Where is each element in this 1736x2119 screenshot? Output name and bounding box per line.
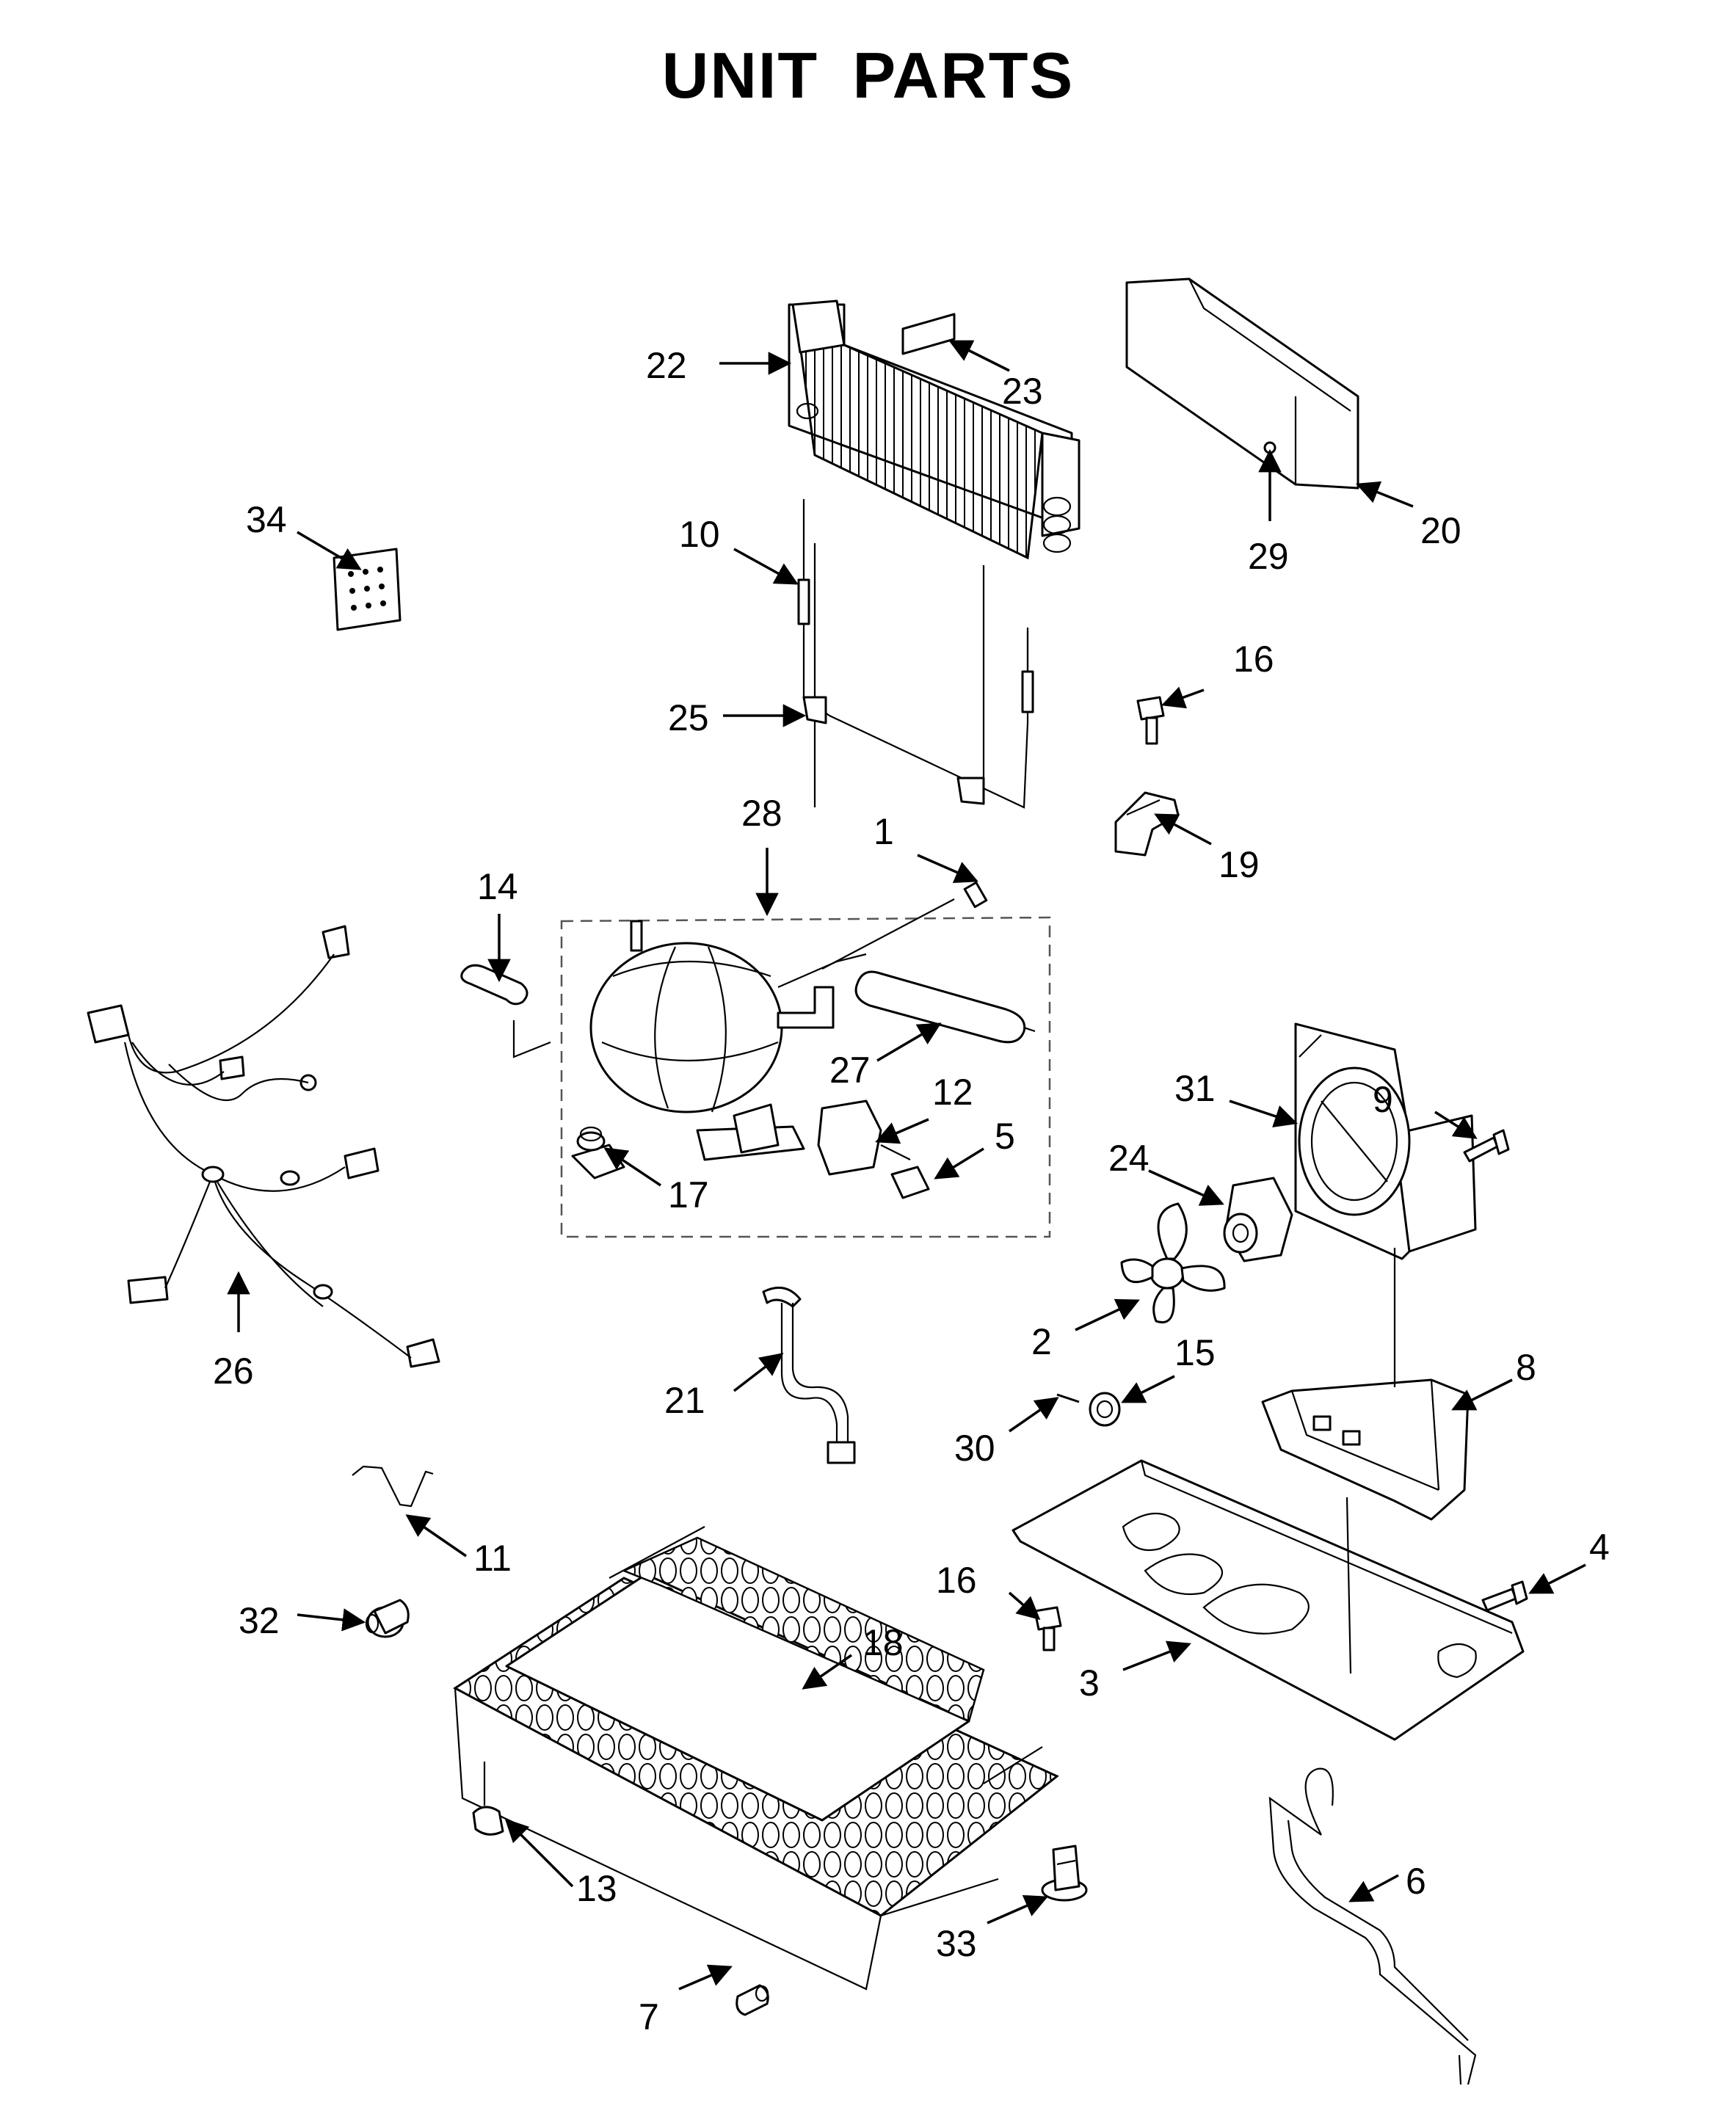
callout-24: 24 [1108, 1138, 1150, 1179]
evaporator-cover-part [1125, 277, 1359, 490]
coil-clip-part [472, 1762, 504, 1836]
callout-27: 27 [829, 1050, 871, 1091]
fan-motor-part [1223, 1177, 1293, 1262]
compressor-assembly-outline [560, 916, 1051, 1238]
fan-blade-part [1120, 1202, 1226, 1323]
cord-clip-part [1041, 1844, 1088, 1902]
callout-30: 30 [954, 1428, 995, 1469]
control-board-part [333, 548, 402, 631]
callout-32: 32 [239, 1600, 280, 1641]
compressor-part [571, 881, 988, 1180]
callout-17: 17 [668, 1174, 709, 1215]
mounting-bracket-part [1114, 791, 1180, 857]
callout-19: 19 [1219, 844, 1260, 885]
base-screw-part [1481, 1580, 1528, 1612]
callout-10: 10 [679, 514, 720, 555]
callout-34: 34 [246, 499, 287, 540]
callout-13: 13 [576, 1868, 617, 1909]
callout-8: 8 [1516, 1347, 1536, 1388]
evaporator-part [788, 299, 1081, 807]
condenser-coil-part [453, 1526, 1059, 1991]
drain-tube-part [762, 1286, 856, 1464]
fan-shroud-part [1294, 1022, 1477, 1260]
base-plate-part [1012, 1459, 1525, 1741]
retainer-pin-part [1056, 1393, 1080, 1403]
callout-11: 11 [473, 1538, 512, 1579]
callout-16-lower: 16 [936, 1560, 977, 1601]
callout-22: 22 [646, 345, 687, 386]
callout-20: 20 [1420, 510, 1461, 551]
callout-16-upper: 16 [1233, 639, 1274, 680]
screw-part-lower [1034, 1606, 1062, 1651]
callout-7: 7 [639, 1996, 659, 2038]
start-relay-part [890, 1166, 930, 1199]
callout-leaders [227, 340, 1586, 1991]
page-title: UNIT PARTS [661, 39, 1075, 112]
callout-26: 26 [213, 1351, 254, 1392]
wire-clip-part [460, 964, 551, 1058]
fan-grommet-part [1089, 1392, 1121, 1427]
callout-29: 29 [1248, 536, 1289, 577]
callout-6: 6 [1406, 1861, 1426, 1902]
callout-3: 3 [1079, 1662, 1100, 1704]
callout-31: 31 [1174, 1068, 1216, 1109]
callout-2: 2 [1031, 1321, 1052, 1362]
callout-33: 33 [936, 1923, 977, 1964]
callout-15: 15 [1174, 1332, 1216, 1373]
callout-18: 18 [862, 1622, 904, 1663]
callout-21: 21 [664, 1380, 705, 1421]
spring-clip-part [352, 1465, 434, 1508]
callout-5: 5 [995, 1116, 1015, 1157]
overload-protector-part [817, 1100, 911, 1176]
defrost-heater-part [797, 499, 1034, 809]
callout-14: 14 [477, 866, 518, 907]
fan-bracket-part [1261, 1248, 1470, 1521]
foam-tape-part [901, 313, 956, 355]
screw-part-upper [1136, 696, 1165, 745]
callout-labels: 1 2 3 4 5 6 7 8 9 10 11 12 13 14 15 16 1… [213, 345, 1610, 2038]
wire-harness-part [87, 925, 440, 1368]
callout-28: 28 [741, 793, 782, 834]
callout-23: 23 [1002, 371, 1043, 412]
callout-12: 12 [932, 1072, 973, 1113]
bushing-part [365, 1599, 410, 1638]
callout-25: 25 [668, 697, 709, 738]
shroud-screw-part [1463, 1129, 1510, 1163]
callout-1: 1 [874, 811, 894, 852]
callout-9: 9 [1373, 1079, 1393, 1120]
tube-sleeve-part [736, 1984, 769, 2016]
callout-4: 4 [1589, 1527, 1610, 1568]
grommet-part [576, 1126, 606, 1152]
suction-tube-part [1268, 1767, 1477, 2085]
filter-drier-part [854, 970, 1036, 1044]
